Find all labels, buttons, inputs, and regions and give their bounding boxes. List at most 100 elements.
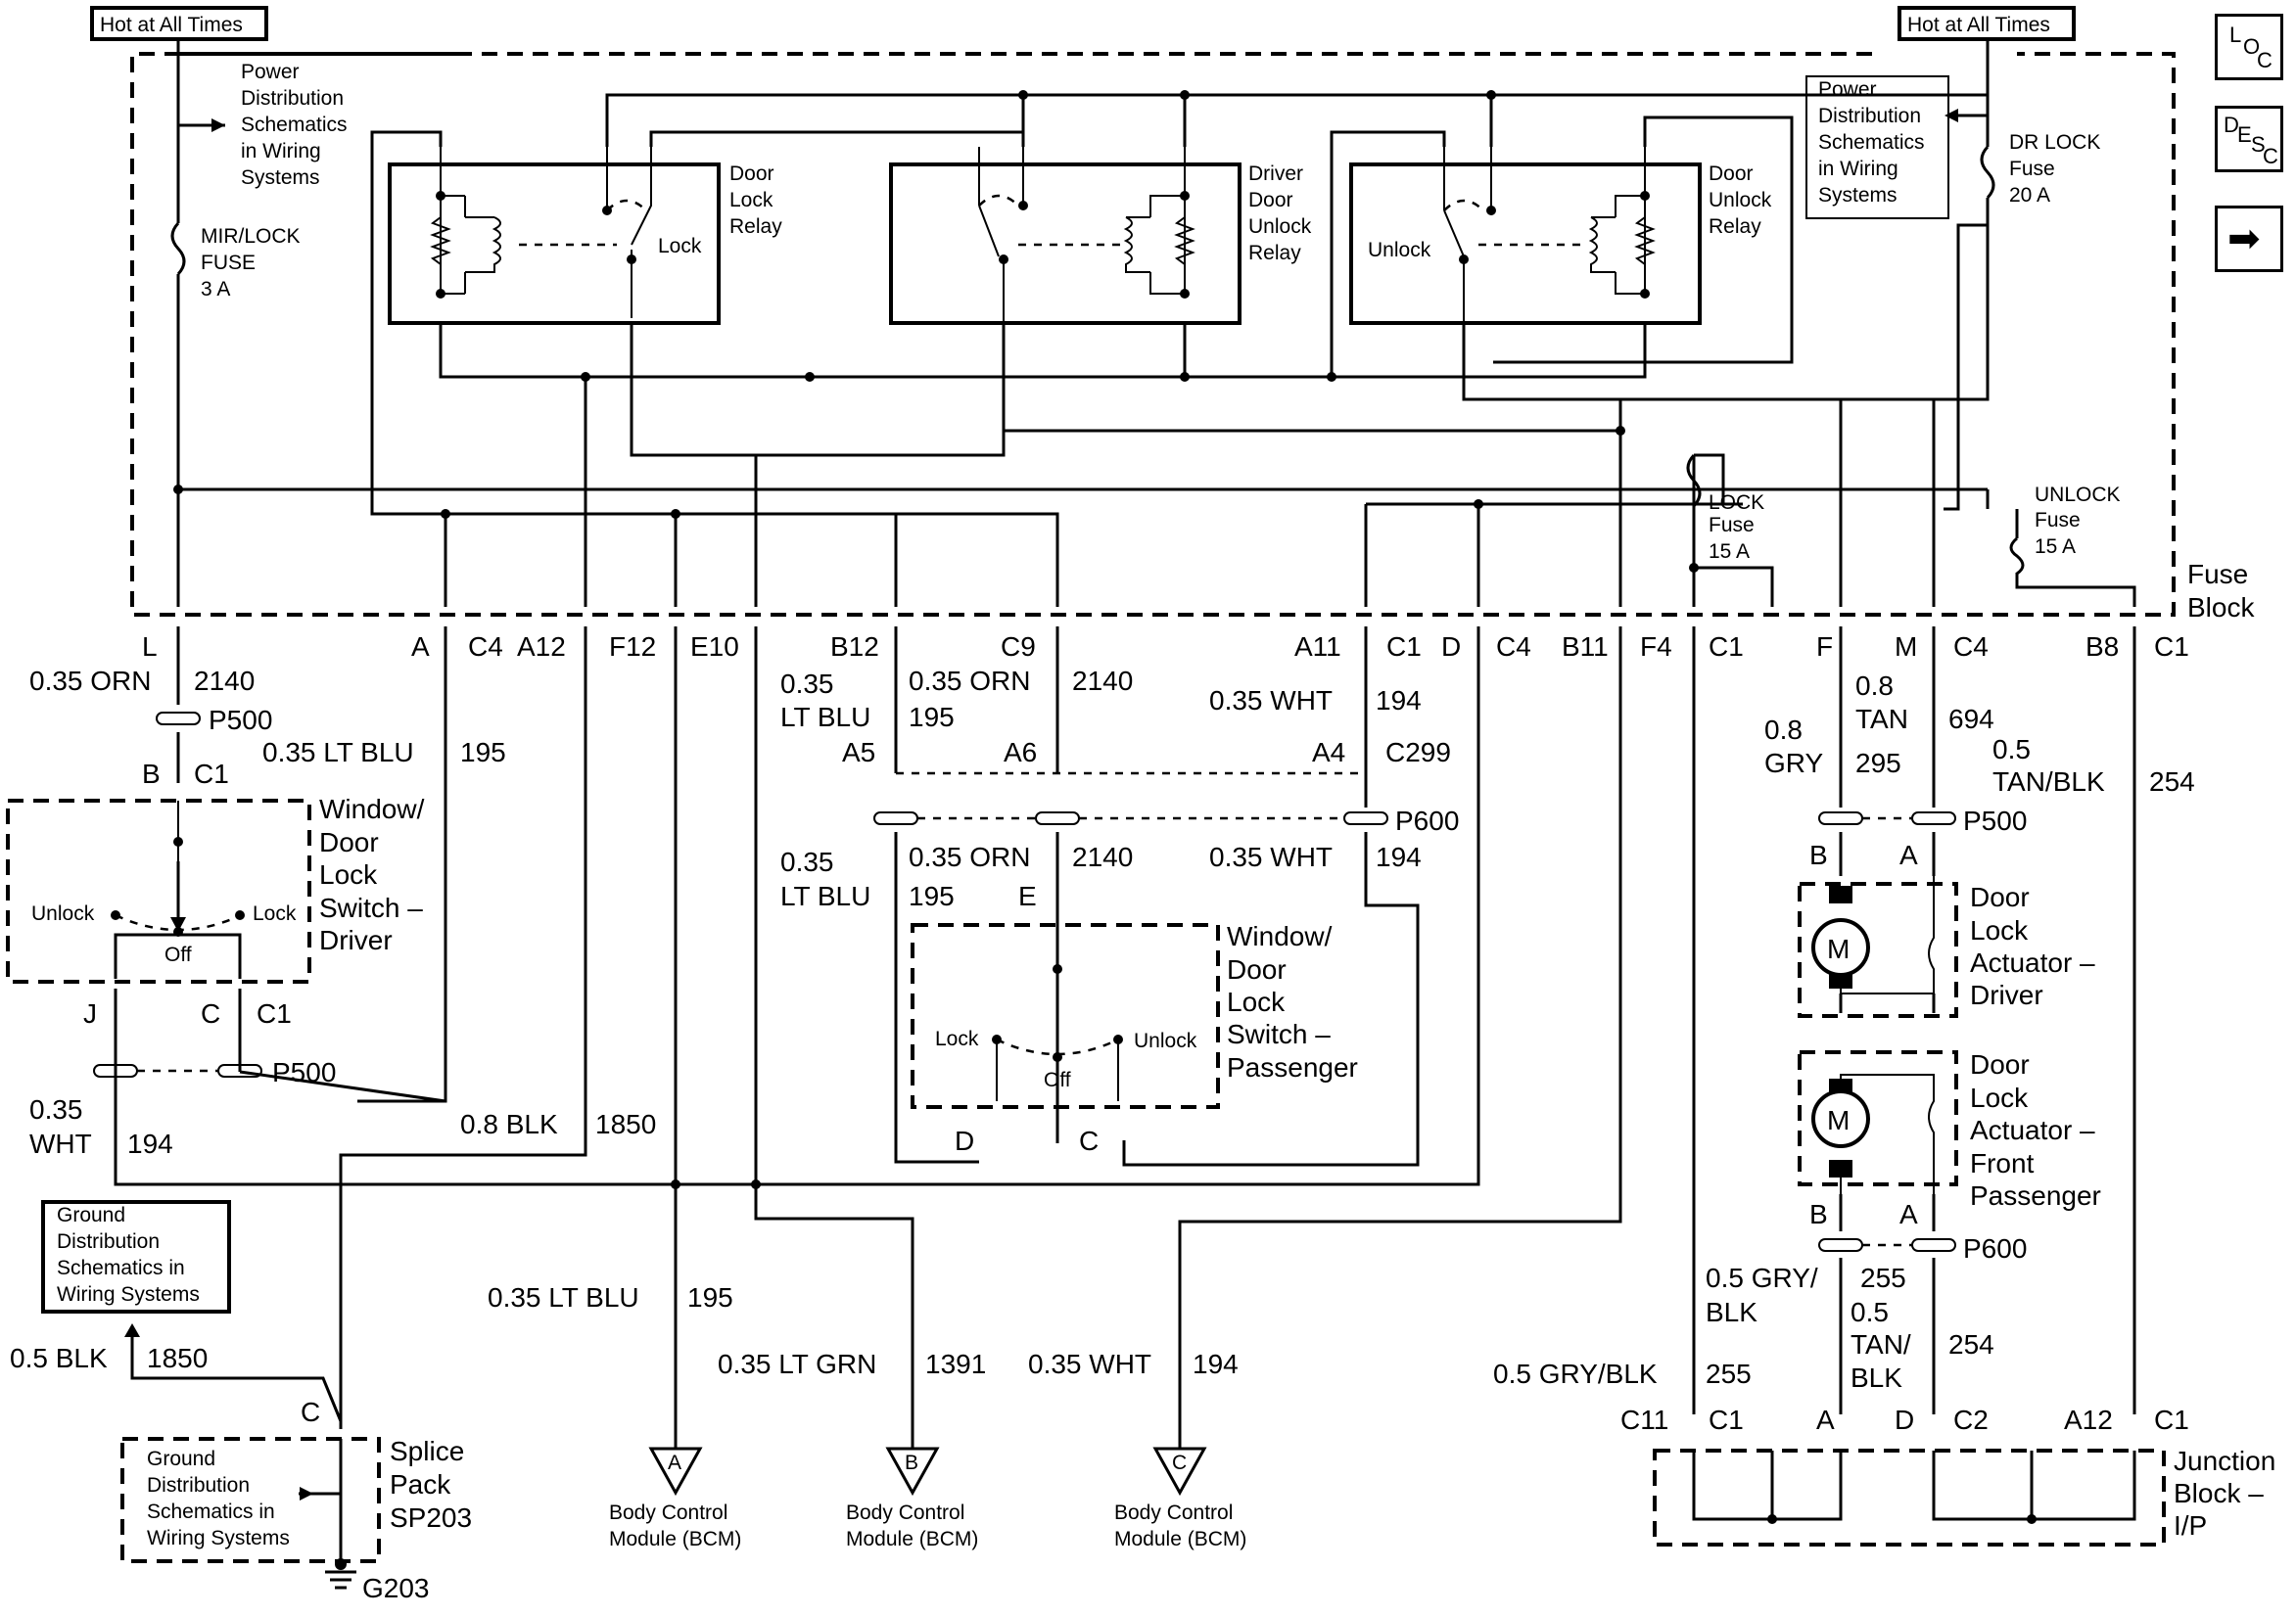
fuse-block-label: Fuse Block [2187,559,2255,623]
svg-text:B12: B12 [830,631,879,662]
svg-text:A5: A5 [842,737,875,767]
splice-pack-box [120,1437,381,1563]
svg-text:A6: A6 [1004,737,1037,767]
svg-text:1850: 1850 [595,1109,656,1139]
svg-text:GRY: GRY [1764,748,1823,778]
svg-text:C4: C4 [1496,631,1531,662]
svg-text:Power: Power [1818,78,1877,101]
svg-text:Window/: Window/ [319,794,425,824]
svg-text:C1: C1 [2154,1405,2189,1435]
svg-text:Door: Door [729,162,774,185]
bcm-connector-c[interactable]: C Body Control Module (BCM) [1114,1447,1246,1550]
svg-text:C4: C4 [468,631,503,662]
svg-text:Distribution: Distribution [1818,105,1921,127]
svg-text:B: B [1809,840,1828,870]
svg-text:LOCK: LOCK [1709,491,1764,514]
connector-c299-p600: A5 A6 A4 C299 P600 E [842,737,1459,911]
svg-text:Lock: Lock [658,235,702,257]
svg-text:J: J [83,998,97,1029]
svg-text:1391: 1391 [925,1349,986,1379]
ground-g203: G203 [362,1573,430,1603]
svg-text:WHT: WHT [29,1129,92,1159]
junction-block-pins: C11 C1 A D C2 A12 C1 [1620,1405,2189,1435]
svg-text:2140: 2140 [1072,842,1133,872]
svg-text:254: 254 [2149,766,2195,797]
driver-window-door-lock-switch[interactable]: Unlock Lock Off [31,801,297,966]
svg-text:Passenger: Passenger [1970,1180,2101,1211]
svg-text:Door: Door [1709,162,1754,185]
svg-text:M: M [1827,1105,1850,1135]
desc-c: C [2263,144,2278,168]
svg-text:P500: P500 [272,1057,336,1087]
svg-text:Junction: Junction [2174,1446,2275,1476]
svg-text:Fuse: Fuse [1709,514,1755,536]
svg-text:A: A [411,631,430,662]
passenger-switch-box [911,923,1220,1109]
svg-text:Body Control: Body Control [846,1502,964,1524]
actuator-passenger-box [1798,1050,1958,1186]
svg-text:Switch –: Switch – [319,893,423,923]
svg-text:I/P: I/P [2174,1510,2207,1541]
svg-text:20 A: 20 A [2009,184,2050,207]
right-feed-wire [1944,39,1990,511]
svg-text:Block –: Block – [2174,1478,2264,1508]
dr-lock-fuse-label: DR LOCK Fuse 20 A [2009,131,2100,207]
power-distribution-right: Power Distribution Schematics in Wiring … [1805,75,1949,219]
bcm-connector-b[interactable]: B Body Control Module (BCM) [846,1447,978,1550]
actuator-passenger-label: Door Lock Actuator – Front Passenger [1970,1049,2101,1211]
svg-text:Schematics in: Schematics in [147,1501,275,1523]
svg-text:Fuse: Fuse [2187,559,2248,589]
svg-text:Wiring Systems: Wiring Systems [147,1527,290,1549]
loc-c: C [2257,48,2273,72]
door-unlock-relay: Unlock [1368,147,1656,323]
svg-text:C2: C2 [1953,1405,1989,1435]
bcm-connector-a[interactable]: A Body Control Module (BCM) [609,1447,741,1550]
driver-switch-label: Window/ Door Lock Switch – Driver [319,794,425,955]
mir-lock-fuse-label: MIR/LOCK FUSE 3 A [201,225,301,300]
svg-text:Actuator –: Actuator – [1970,1115,2095,1145]
svg-text:Unlock: Unlock [1709,189,1772,211]
svg-text:2140: 2140 [194,666,255,696]
svg-text:TAN: TAN [1855,704,1908,734]
svg-text:Systems: Systems [1818,184,1898,207]
junction-block-label: Junction Block – I/P [2174,1446,2275,1541]
svg-text:E: E [1018,881,1037,911]
svg-text:A: A [1899,840,1918,870]
svg-text:A4: A4 [1312,737,1345,767]
description-button[interactable]: D E S C [2215,106,2283,172]
svg-text:15 A: 15 A [2035,535,2076,558]
hot-label-right: Hot at All Times [1907,14,2050,36]
power-distribution-left: Power Distribution Schematics in Wiring … [241,61,348,189]
svg-text:Schematics: Schematics [241,114,348,136]
svg-text:Unlock: Unlock [31,902,95,925]
svg-text:Schematics: Schematics [1818,131,1925,154]
next-arrow-button[interactable]: ➡ [2215,206,2283,272]
location-button[interactable]: L O C [2215,14,2283,80]
svg-text:295: 295 [1855,748,1901,778]
svg-text:Distribution: Distribution [147,1474,250,1497]
svg-text:C: C [1172,1452,1187,1474]
fuse-block-outline [130,52,2176,617]
svg-text:Door: Door [1227,954,1287,985]
svg-text:MIR/LOCK: MIR/LOCK [201,225,301,248]
actuator-driver-label: Door Lock Actuator – Driver [1970,882,2095,1010]
svg-text:A: A [1816,1405,1835,1435]
svg-text:Front: Front [1970,1148,2035,1178]
svg-text:Lock: Lock [1970,915,2029,946]
junction-block-box [1653,1449,2166,1547]
svg-text:D: D [1441,631,1461,662]
svg-text:Off: Off [164,944,192,966]
splice-pin-c: C [301,1397,320,1427]
svg-text:Splice: Splice [390,1436,464,1466]
connector-p500-lower: J C C1 P500 [83,998,336,1087]
desc-e: E [2237,122,2252,147]
svg-text:LT BLU: LT BLU [780,881,870,911]
svg-text:B11: B11 [1562,631,1609,662]
passenger-window-door-lock-switch[interactable]: Lock Unlock Off [935,925,1197,1101]
svg-text:0.8: 0.8 [1764,715,1803,745]
svg-text:0.35 ORN: 0.35 ORN [909,666,1031,696]
svg-text:0.5: 0.5 [1851,1297,1889,1327]
